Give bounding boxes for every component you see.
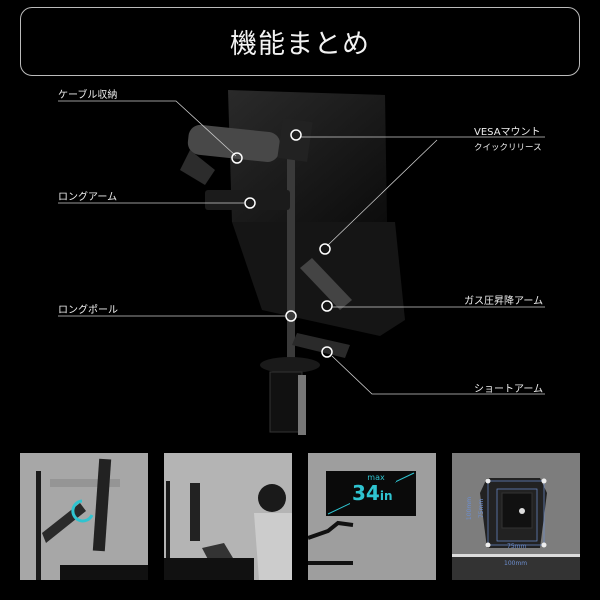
callout-long-pole: ロングポール	[58, 305, 118, 316]
panel-usage	[164, 453, 292, 580]
panel-size: max 34in	[308, 453, 436, 580]
callout-quick-release: クイックリリース	[474, 143, 542, 153]
callout-lines	[58, 100, 545, 395]
arm	[42, 503, 86, 543]
callout-gas-arm: ガス圧昇降アーム	[464, 296, 544, 307]
vesa-100-vertical: 100mm	[466, 496, 474, 521]
size-unit: in	[379, 489, 393, 503]
marker-short-arm	[321, 346, 333, 358]
marker-long-arm	[244, 197, 256, 209]
arm	[308, 520, 354, 540]
clamp	[269, 371, 303, 433]
quick-release-plate	[501, 492, 533, 529]
vesa-100-horizontal: 100mm	[504, 560, 528, 567]
pole	[287, 150, 295, 365]
marker-long-pole	[285, 310, 297, 322]
callout-long-arm: ロングアーム	[58, 192, 118, 203]
desk	[308, 561, 353, 565]
upper-arm-spring	[180, 150, 215, 185]
monitor-ghost	[50, 479, 120, 487]
callout-short-arm: ショートアーム	[474, 384, 544, 395]
marker-gas-arm	[321, 300, 333, 312]
vesa-75-horizontal: 75mm	[507, 543, 527, 550]
upper-arm	[187, 124, 281, 162]
monitor	[190, 483, 200, 541]
size-max-label: max	[356, 473, 396, 482]
monitor	[92, 458, 112, 552]
page-title: 機能まとめ	[230, 29, 370, 60]
vesa-holes	[485, 478, 547, 548]
person-body	[254, 513, 292, 580]
size-number: 34	[352, 481, 380, 505]
gas-arm	[300, 258, 352, 310]
callout-vesa: VESAマウント	[474, 127, 541, 138]
marker-vesa	[290, 129, 302, 141]
panel-vesa: 100mm 75mm 75mm 100mm	[452, 453, 580, 580]
callout-cable: ケーブル収納	[58, 90, 118, 101]
long-arm	[205, 190, 290, 210]
desk	[60, 565, 148, 580]
pole	[36, 471, 41, 580]
desk-base	[260, 357, 320, 373]
desk	[164, 558, 254, 580]
vesa-75-vertical: 75mm	[478, 498, 486, 519]
marker-cable	[231, 152, 243, 164]
panel-rotation	[20, 453, 148, 580]
person-head	[258, 484, 286, 512]
size-value: 34in	[350, 481, 395, 505]
marker-quick-release	[319, 243, 331, 255]
vesa-dimension-lines	[487, 480, 545, 546]
clamp-pad	[298, 375, 306, 435]
rotate-arrow-icon	[71, 499, 94, 523]
pole	[166, 481, 170, 561]
title-box: 機能まとめ	[20, 7, 580, 76]
callout-markers	[231, 129, 333, 358]
short-arm	[292, 333, 350, 358]
